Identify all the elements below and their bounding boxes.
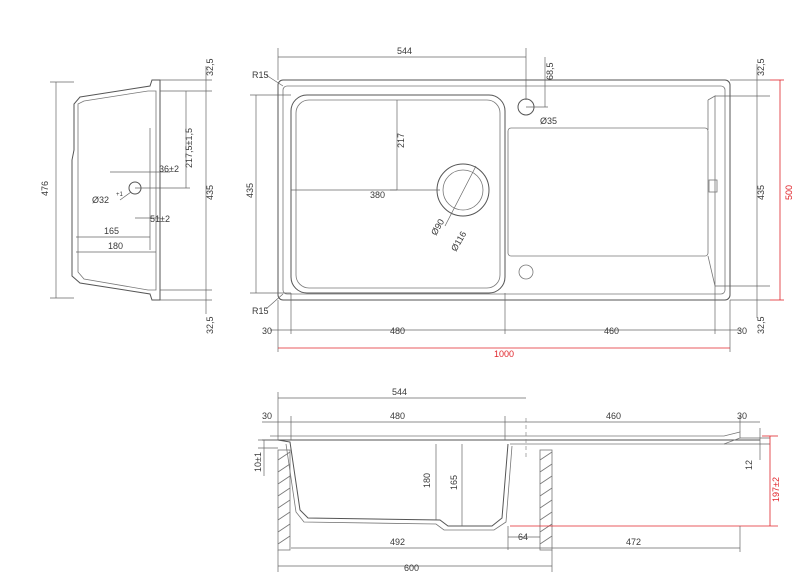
side-tap-height: 217,5±1,5 — [184, 128, 194, 168]
section-top-width: 544 — [392, 387, 407, 397]
top-drain-depth: 217 — [396, 133, 406, 148]
section-waste-offset: 64 — [518, 532, 528, 542]
section-inner-depth: 165 — [449, 475, 459, 490]
top-tap-hole: Ø35 — [540, 116, 557, 126]
top-overall-height: 500 — [784, 185, 794, 200]
section-bowl-bottom: 492 — [390, 537, 405, 547]
section-bowl-length: 480 — [390, 411, 405, 421]
section-rim-thickness: 10±1 — [253, 452, 263, 472]
side-top-margin: 32,5 — [205, 58, 215, 76]
section-left-margin: 30 — [262, 411, 272, 421]
top-left-margin: 30 — [262, 326, 272, 336]
top-margin-top-right: 32,5 — [756, 58, 766, 76]
side-hole-tolerance: +1 — [116, 192, 124, 198]
section-right-margin: 30 — [737, 411, 747, 421]
top-drainer-length: 460 — [604, 326, 619, 336]
top-corner-radius-top: R15 — [252, 70, 269, 80]
cabinet-wall-left — [277, 449, 291, 551]
top-tap-offset: 68,5 — [545, 62, 555, 80]
section-view: 544 30 480 460 30 10±1 180 165 12 197±2 … — [253, 387, 781, 573]
section-bowl-depth: 180 — [422, 473, 432, 488]
top-overall-length: 1000 — [494, 349, 514, 359]
top-corner-radius-bottom: R15 — [252, 306, 269, 316]
section-drainer-thickness: 12 — [744, 460, 754, 470]
cabinet-wall-right — [539, 449, 553, 551]
side-hole-offset: 36±2 — [159, 164, 179, 174]
top-right-margin: 30 — [737, 326, 747, 336]
side-height-total: 476 — [40, 181, 50, 196]
section-overall-depth: 197±2 — [771, 477, 781, 502]
section-cabinet-width: 600 — [404, 563, 419, 573]
top-view: 544 68,5 Ø35 R15 R15 217 380 Ø90 Ø116 43… — [245, 46, 794, 359]
section-drainer-bottom: 472 — [626, 537, 641, 547]
top-drain-inner: Ø90 — [429, 217, 446, 237]
side-width-outer: 180 — [108, 241, 123, 251]
side-hole-spacing: 51±2 — [150, 214, 170, 224]
side-view: 476 32,5 435 32,5 217,5±1,5 36±2 Ø32 +1 … — [40, 58, 215, 334]
top-height-right: 435 — [756, 185, 766, 200]
top-drain-outer: Ø116 — [449, 230, 468, 253]
top-bowl-width: 544 — [397, 46, 412, 56]
side-bottom-margin: 32,5 — [205, 316, 215, 334]
side-hole-diameter: Ø32 — [92, 195, 109, 205]
side-width-inner: 165 — [104, 226, 119, 236]
side-depth: 435 — [205, 185, 215, 200]
top-bowl-length: 480 — [390, 326, 405, 336]
section-drainer-length: 460 — [606, 411, 621, 421]
top-height-left: 435 — [245, 183, 255, 198]
top-drain-offset: 380 — [370, 190, 385, 200]
top-margin-bottom-right: 32,5 — [756, 316, 766, 334]
